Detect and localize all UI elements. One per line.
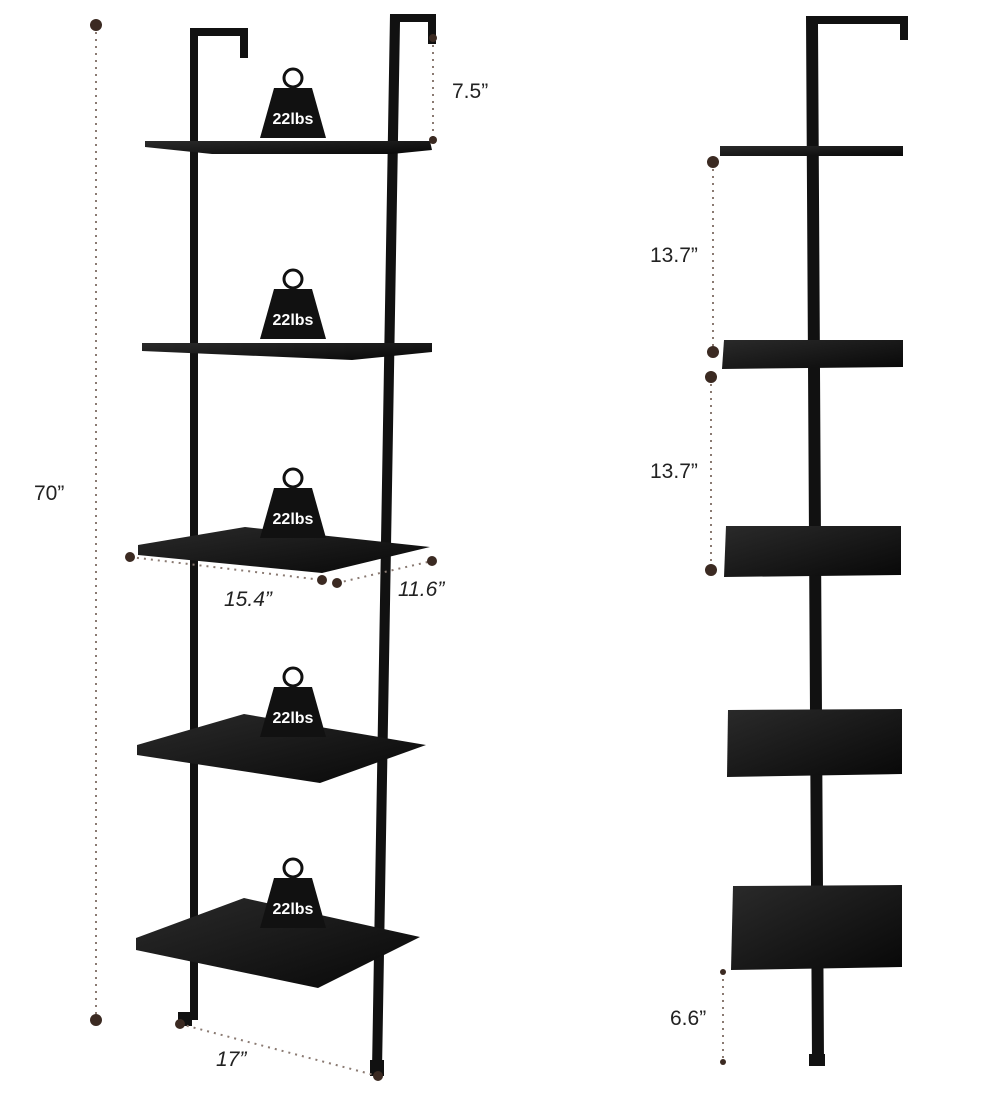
weight-icon: 22lbs <box>260 268 326 339</box>
shelf-spacing-lower-label: 13.7” <box>650 460 698 483</box>
front-shelf-5 <box>136 898 420 988</box>
front-shelf-2 <box>142 343 432 360</box>
shelf-width-label: 15.4” <box>224 588 273 611</box>
top-gap-label: 7.5” <box>452 80 488 103</box>
weight-label: 22lbs <box>273 710 314 727</box>
base-width-dimension: 17” <box>175 1019 383 1081</box>
base-width-label: 17” <box>216 1048 247 1071</box>
weight-icon: 22lbs <box>260 666 326 737</box>
side-foot <box>809 1054 825 1066</box>
weight-label: 22lbs <box>273 901 314 918</box>
shelf-spacing-upper-dimension: 13.7” <box>650 156 719 358</box>
side-view-shelf <box>720 16 908 1066</box>
bottom-clearance-dimension: 6.6” <box>670 969 726 1065</box>
weight-icon: 22lbs <box>260 857 326 928</box>
shelf-depth-label: 11.6” <box>398 578 445 601</box>
front-shelf-1 <box>145 141 432 154</box>
side-shelf-2 <box>722 340 903 369</box>
height-dimension: 70” <box>34 19 102 1026</box>
shelf-spacing-lower-dimension: 13.7” <box>650 371 717 576</box>
weight-icon: 22lbs <box>260 467 326 538</box>
shelf-spacing-upper-label: 13.7” <box>650 244 698 267</box>
side-shelf-5 <box>731 885 902 970</box>
weight-icon: 22lbs <box>260 67 326 138</box>
front-shelf-3 <box>138 527 430 573</box>
height-label: 70” <box>34 482 64 505</box>
front-view-shelf: 22lbs 22lbs 22lbs 22lbs 22lbs <box>136 14 436 1076</box>
shelf-width-dimension: 15.4” <box>125 552 327 611</box>
side-shelf-1 <box>720 146 903 156</box>
shelf-depth-dimension: 11.6” <box>332 556 445 601</box>
front-left-rail <box>190 28 248 1020</box>
front-shelf-4 <box>137 714 426 783</box>
bottom-clearance-label: 6.6” <box>670 1007 706 1030</box>
front-right-rail <box>372 14 436 1070</box>
side-shelf-3 <box>724 526 901 577</box>
weight-label: 22lbs <box>273 511 314 528</box>
weight-label: 22lbs <box>273 111 314 128</box>
side-shelf-4 <box>727 709 902 777</box>
weight-label: 22lbs <box>273 312 314 329</box>
top-gap-dimension: 7.5” <box>429 34 488 144</box>
